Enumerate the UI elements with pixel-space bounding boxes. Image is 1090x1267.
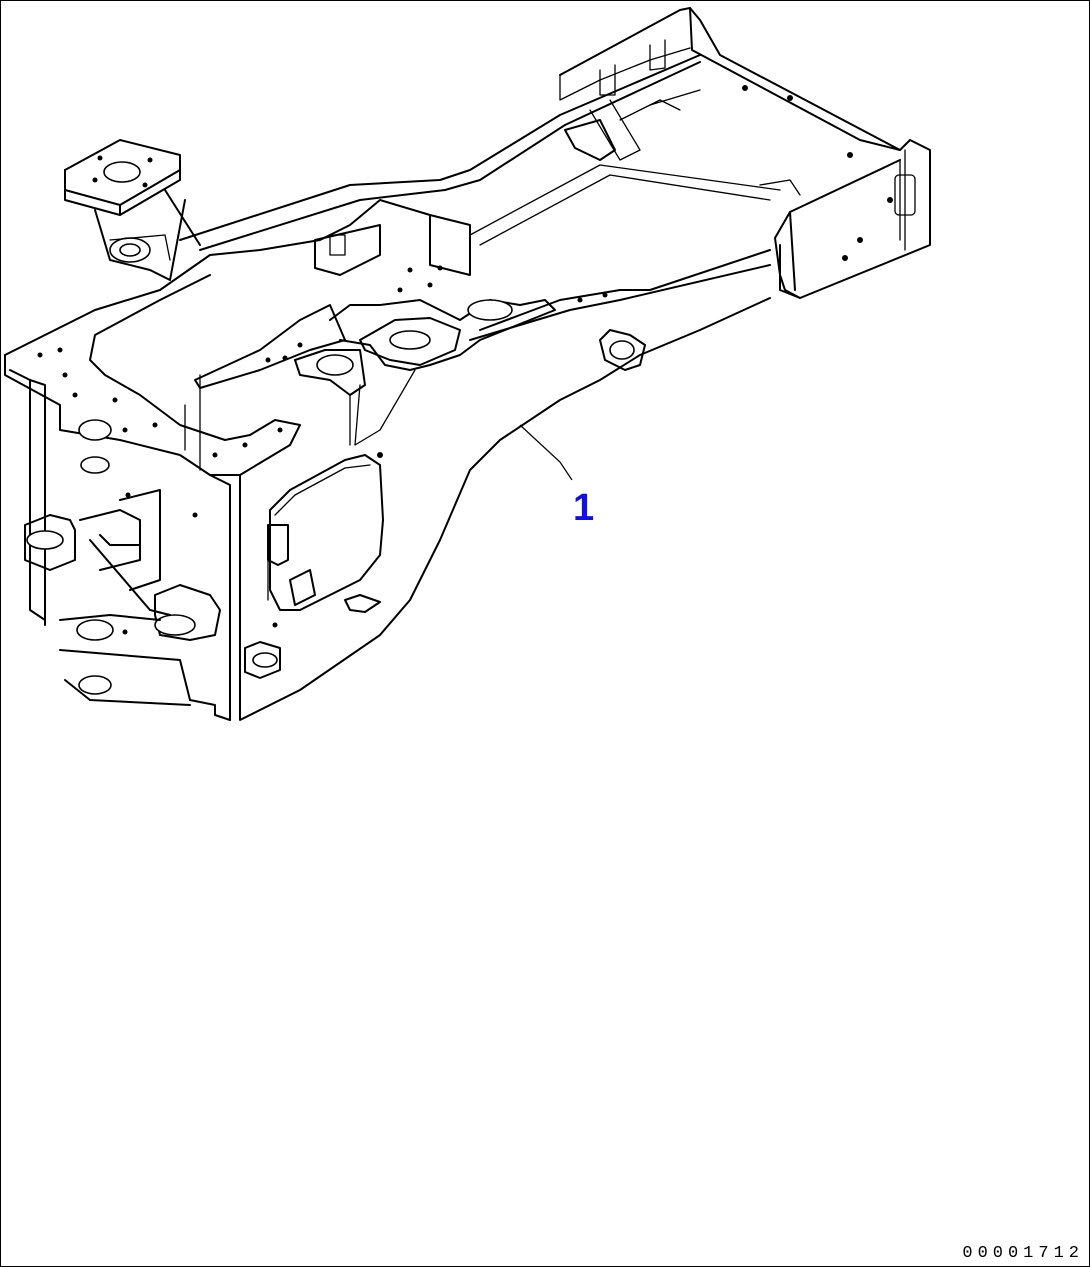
articulation-boss [599, 329, 646, 371]
rear-crossmember [559, 7, 931, 299]
upper-side-rail [179, 54, 801, 276]
front-mount-upper [64, 139, 201, 281]
drawing-number: 00001712 [962, 1244, 1084, 1263]
hinge-brackets [24, 489, 281, 706]
callout-label: 1 [573, 487, 594, 529]
side-access-opening [267, 452, 384, 628]
front-frame-body [4, 199, 771, 721]
center-deck [194, 249, 771, 446]
callout-leader-line [519, 424, 573, 481]
